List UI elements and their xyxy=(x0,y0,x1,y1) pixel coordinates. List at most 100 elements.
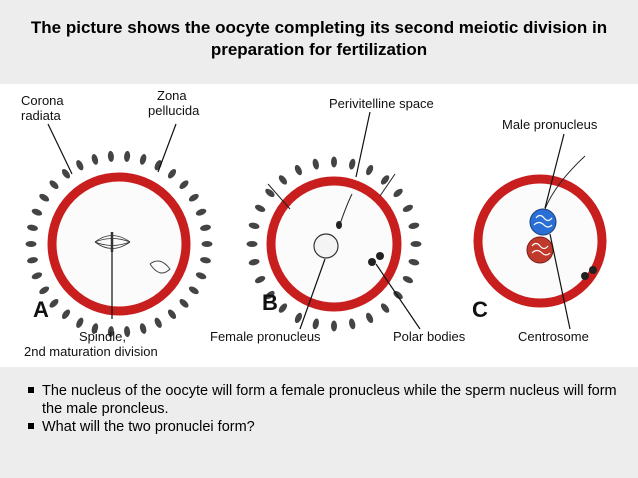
corona-a-cell xyxy=(49,298,59,308)
corona-b-cell xyxy=(365,312,374,324)
corona-b-cell xyxy=(254,204,266,213)
corona-b-cell xyxy=(402,275,414,284)
corona-b-cell xyxy=(294,164,303,176)
corona-a-cell xyxy=(195,208,207,216)
polar-body-b1 xyxy=(368,258,376,266)
polar-body-c1 xyxy=(581,272,589,280)
male-pronucleus-c xyxy=(529,208,557,236)
corona-b-cell xyxy=(408,222,420,229)
corona-a-cell xyxy=(91,154,99,165)
corona-b-cell xyxy=(349,318,356,330)
leader-lines xyxy=(47,111,571,330)
corona-a-cell xyxy=(200,257,211,264)
label-corona-2: radiata xyxy=(21,108,62,123)
corona-a-cell xyxy=(31,272,43,280)
label-male-pronucleus: Male pronucleus xyxy=(502,117,598,132)
corona-b-cell xyxy=(248,222,260,229)
label-zona-1: Zona xyxy=(157,88,187,103)
corona-a-cell xyxy=(188,286,199,295)
sperm-tail-b xyxy=(339,193,353,225)
corona-a-cell xyxy=(25,241,37,247)
corona-b-cell xyxy=(408,259,420,266)
oocyte-a-zona xyxy=(47,172,191,316)
corona-b-cell xyxy=(380,175,390,185)
label-spindle-2: 2nd maturation division xyxy=(24,344,158,359)
corona-a-cell xyxy=(61,169,71,179)
fertilization-figure: Corona radiata Zona pellucida Perivitell… xyxy=(0,84,638,367)
corona-b-cell xyxy=(312,318,319,330)
corona-b-cell xyxy=(393,188,403,198)
female-pronucleus-c xyxy=(526,236,554,264)
corona-a-cell xyxy=(27,224,38,231)
oocyte-diagram: Corona radiata Zona pellucida Perivitell… xyxy=(21,88,607,359)
corona-b-cell xyxy=(254,275,266,284)
corona-a-cell xyxy=(154,317,162,328)
corona-a-cell xyxy=(124,150,131,162)
corona-b-cell xyxy=(248,259,260,266)
panel-b-label: B xyxy=(262,290,278,315)
corona-b-cell xyxy=(265,188,275,198)
corona-b-cell xyxy=(265,290,275,300)
label-corona-1: Corona xyxy=(21,93,64,108)
corona-b-cell xyxy=(402,204,414,213)
corona-a-cell xyxy=(49,180,59,190)
corona-a-cell xyxy=(201,241,213,247)
corona-b-cell xyxy=(278,175,288,185)
corona-b-cell xyxy=(312,158,319,170)
female-chromatin xyxy=(531,242,551,256)
corona-a-cell xyxy=(139,323,147,334)
corona-a-cell xyxy=(167,309,177,319)
sperm-b-2 xyxy=(379,173,396,197)
corona-b-cell xyxy=(294,312,303,324)
label-spindle-1: Spindle, xyxy=(79,329,126,344)
corona-a-cell xyxy=(188,193,199,202)
corona-a-cell xyxy=(107,326,114,338)
male-chromatin xyxy=(533,214,553,228)
panel-a-label: A xyxy=(33,297,49,322)
bullet-item: The nucleus of the oocyte will form a fe… xyxy=(26,382,626,418)
corona-b-cell xyxy=(410,241,422,247)
female-pronucleus-b xyxy=(313,233,339,259)
spindle-icon xyxy=(94,232,131,252)
label-female-pronucleus: Female pronucleus xyxy=(210,329,321,344)
corona-cells-a xyxy=(25,150,213,338)
panel-c-label: C xyxy=(472,297,488,322)
corona-a-cell xyxy=(179,298,189,308)
sperm-tail-c xyxy=(544,155,586,210)
corona-b-cell xyxy=(331,156,337,168)
corona-a-cell xyxy=(27,257,38,264)
sperm-head-b xyxy=(336,221,342,229)
corona-a-cell xyxy=(91,323,99,334)
corona-a-cell xyxy=(76,160,84,171)
corona-a-cell xyxy=(39,286,50,295)
sperm-b-1 xyxy=(267,183,291,210)
corona-b-cell xyxy=(246,241,258,247)
corona-cells-b xyxy=(246,156,422,332)
bullet-item: What will the two pronuclei form? xyxy=(26,418,626,436)
corona-b-cell xyxy=(365,164,374,176)
polar-body-c2 xyxy=(589,266,597,274)
corona-a-cell xyxy=(179,180,189,190)
corona-b-cell xyxy=(278,303,288,313)
corona-a-cell xyxy=(76,317,84,328)
corona-a-cell xyxy=(61,309,71,319)
corona-b-cell xyxy=(380,303,390,313)
corona-a-cell xyxy=(39,193,50,202)
corona-b-cell xyxy=(349,158,356,170)
corona-a-cell xyxy=(124,326,131,338)
label-centrosome: Centrosome xyxy=(518,329,589,344)
corona-a-cell xyxy=(195,272,207,280)
label-zona-2: pellucida xyxy=(148,103,200,118)
corona-a-cell xyxy=(167,169,177,179)
bullet-list: The nucleus of the oocyte will form a fe… xyxy=(26,382,626,436)
corona-a-cell xyxy=(31,208,43,216)
polar-body-a xyxy=(149,260,171,274)
polar-body-b2 xyxy=(376,252,384,260)
label-perivitelline: Perivitelline space xyxy=(329,96,434,111)
corona-a-cell xyxy=(139,154,147,165)
label-polar-bodies: Polar bodies xyxy=(393,329,466,344)
corona-b-cell xyxy=(331,320,337,332)
slide-title: The picture shows the oocyte completing … xyxy=(30,18,608,59)
corona-a-cell xyxy=(107,150,114,162)
corona-a-cell xyxy=(200,224,211,231)
